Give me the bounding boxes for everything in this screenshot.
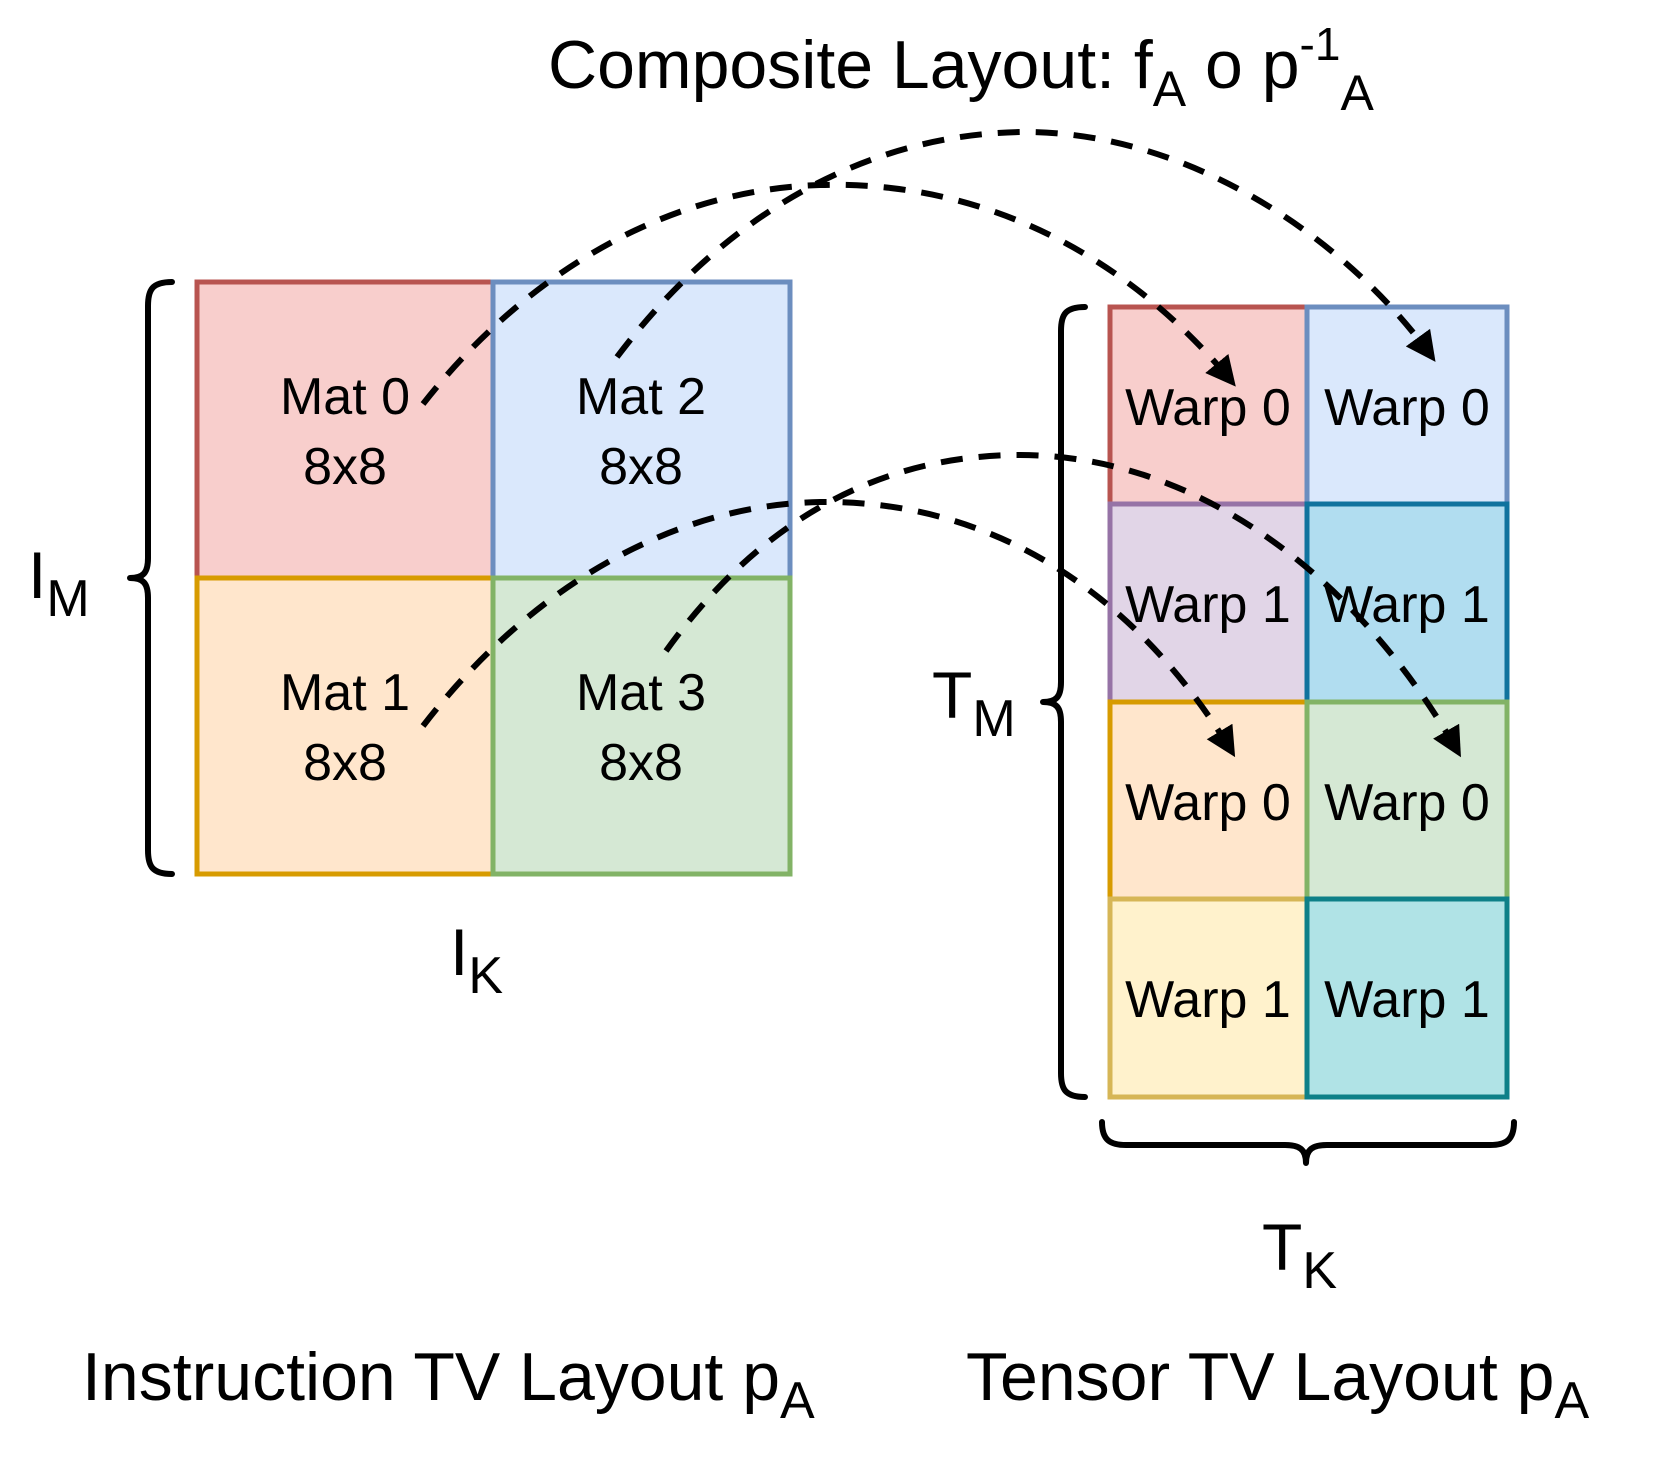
- tensor-k-brace: [1099, 1119, 1517, 1166]
- mat-0-size: 8x8: [303, 438, 387, 496]
- tensor-cell-r1-c0: Warp 1: [1107, 501, 1310, 705]
- tensor-m-brace: [1040, 304, 1088, 1100]
- instruction-k-sub: K: [468, 947, 503, 1005]
- diagram-title: Composite Layout: fA o p-1A: [548, 18, 1374, 121]
- instruction-cell-mat-3: Mat 3 8x8: [490, 575, 793, 877]
- tensor-k-sub: K: [1302, 1242, 1337, 1300]
- tensor-label-r0-c0: Warp 0: [1125, 379, 1291, 437]
- title-mid: o p: [1186, 27, 1299, 103]
- instruction-k-main: I: [450, 915, 468, 989]
- arrow-mat3-to-warp0-right-lower: [663, 451, 1461, 758]
- mat-3-size: 8x8: [599, 734, 683, 792]
- mat-2-size: 8x8: [599, 438, 683, 496]
- tensor-caption-sub: A: [1554, 1372, 1589, 1430]
- instruction-caption-sub: A: [780, 1372, 815, 1430]
- tensor-cell-r3-c0: Warp 1: [1107, 896, 1310, 1100]
- tensor-m-label: TM: [932, 658, 1016, 748]
- instruction-m-label: IM: [28, 538, 90, 628]
- tensor-k-main: T: [1262, 1210, 1302, 1284]
- tensor-label-r3-c1: Warp 1: [1324, 971, 1490, 1029]
- instruction-caption-main: Instruction TV Layout p: [82, 1339, 780, 1415]
- tensor-caption-main: Tensor TV Layout p: [966, 1339, 1554, 1415]
- tensor-box-r2-c1: [1304, 699, 1510, 902]
- mat-1-size: 8x8: [303, 734, 387, 792]
- instruction-caption: Instruction TV Layout pA: [82, 1339, 815, 1430]
- tensor-m-main: T: [932, 658, 972, 732]
- tensor-grid: Warp 0 Warp 0 Warp 1 Warp 1 Warp 0 Warp …: [1107, 304, 1510, 1100]
- tensor-k-label: TK: [1262, 1210, 1337, 1300]
- tensor-cell-r0-c1: Warp 0: [1304, 304, 1510, 507]
- tensor-label-r3-c0: Warp 1: [1125, 971, 1291, 1029]
- tensor-label-r1-c0: Warp 1: [1125, 576, 1291, 634]
- tensor-caption: Tensor TV Layout pA: [966, 1339, 1589, 1430]
- tensor-label-r1-c1: Warp 1: [1324, 576, 1490, 634]
- mat-2-name: Mat 2: [576, 368, 706, 426]
- mat-2-box: [490, 279, 793, 581]
- instruction-m-main: I: [28, 538, 46, 612]
- instruction-cell-mat-0: Mat 0 8x8: [194, 279, 496, 581]
- tensor-label-r2-c1: Warp 0: [1324, 774, 1490, 832]
- mat-0-name: Mat 0: [280, 368, 410, 426]
- tensor-label-r2-c0: Warp 0: [1125, 774, 1291, 832]
- instruction-cell-mat-2: Mat 2 8x8: [490, 279, 793, 581]
- instruction-k-label: IK: [450, 915, 503, 1005]
- title-sub-a: A: [1153, 61, 1187, 117]
- title-sup: -1: [1300, 18, 1341, 70]
- arrow-mat1-to-warp0-left-lower: [420, 498, 1236, 758]
- tensor-m-sub: M: [972, 690, 1015, 748]
- instruction-cell-mat-1: Mat 1 8x8: [194, 575, 496, 877]
- tensor-cell-r3-c1: Warp 1: [1304, 896, 1510, 1100]
- tensor-cell-r2-c0: Warp 0: [1107, 699, 1310, 902]
- mat-0-box: [194, 279, 496, 581]
- instruction-m-brace: [127, 279, 175, 877]
- instruction-m-sub: M: [46, 570, 89, 628]
- mat-1-box: [194, 575, 496, 877]
- tensor-box-r3-c1: [1304, 896, 1510, 1100]
- mat-3-name: Mat 3: [576, 664, 706, 722]
- tensor-cell-r2-c1: Warp 0: [1304, 699, 1510, 902]
- mat-3-box: [490, 575, 793, 877]
- tensor-label-r0-c1: Warp 0: [1324, 379, 1490, 437]
- instruction-grid: Mat 0 8x8 Mat 1 8x8 Mat 2 8x8 Mat 3 8x8: [194, 279, 793, 877]
- arrow-mat2-to-warp0-right: [614, 128, 1436, 362]
- mat-1-name: Mat 1: [280, 664, 410, 722]
- title-sub-a-2: A: [1340, 65, 1374, 121]
- title-main: Composite Layout: f: [548, 27, 1153, 103]
